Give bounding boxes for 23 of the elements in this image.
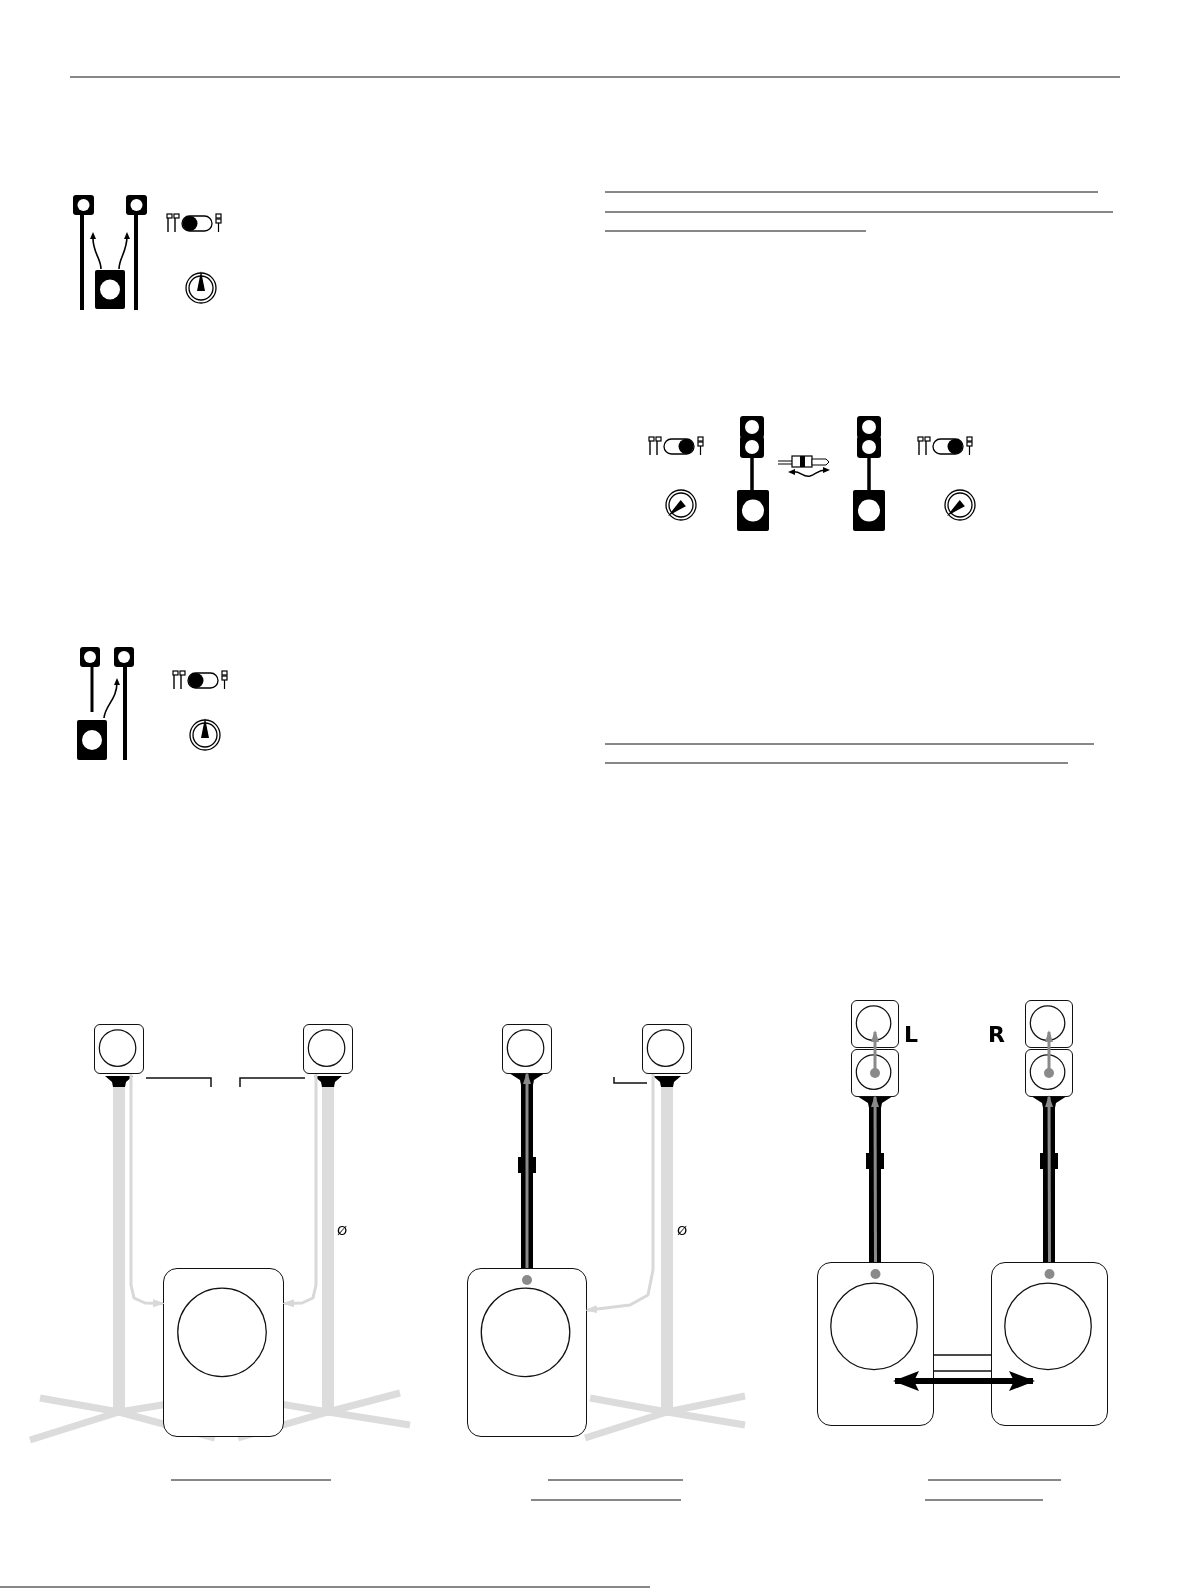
- cable-arrow: [129, 1074, 165, 1308]
- cable-arrow: [282, 1074, 318, 1308]
- cable-arrow: [523, 1072, 531, 1268]
- cable-arrow: [1045, 1095, 1054, 1262]
- subwoofer-box: [467, 1268, 587, 1437]
- speaker-box: [1025, 1000, 1073, 1048]
- channel-label: R: [988, 1024, 1005, 1046]
- speaker-box: [1025, 1049, 1073, 1097]
- speaker-box: [851, 1000, 899, 1048]
- cable-arrow: [871, 1095, 880, 1262]
- speaker-box: [303, 1024, 353, 1074]
- subwoofer-box: [817, 1262, 934, 1426]
- subwoofer-box: [163, 1268, 284, 1437]
- phase-symbol: Ø: [337, 1224, 348, 1237]
- double-arrow: [893, 1371, 1035, 1392]
- cable-arrow: [585, 1074, 655, 1313]
- phase-symbol: Ø: [677, 1224, 688, 1237]
- speaker-box: [642, 1024, 692, 1074]
- subwoofer-box: [991, 1262, 1108, 1426]
- channel-label: L: [904, 1024, 919, 1046]
- speaker-box: [502, 1024, 552, 1074]
- speaker-box: [94, 1024, 144, 1074]
- speaker-box: [851, 1049, 899, 1097]
